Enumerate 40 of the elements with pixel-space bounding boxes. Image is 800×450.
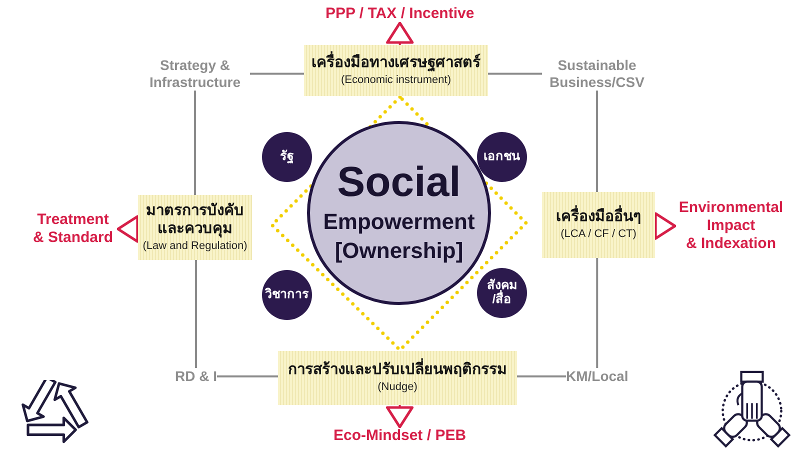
connector-line: [195, 260, 197, 368]
connector-line: [217, 375, 278, 378]
box-title: เครื่องมือทางเศรษฐศาสตร์: [312, 54, 480, 73]
box-title: มาตรการบังคับและควบคุม: [145, 202, 245, 240]
circle-label: วิชาการ: [265, 288, 309, 302]
outcome-label: Treatment & Standard: [28, 211, 118, 247]
outcome-label: PPP / TAX / Incentive: [326, 5, 474, 23]
policy-box: [542, 192, 655, 258]
box-subtitle: (Economic instrument): [340, 72, 452, 88]
circle-title: Social: [337, 160, 461, 204]
connector-line: [488, 72, 542, 75]
circle-label: รัฐ: [280, 150, 294, 164]
corner-label: Sustainable Business/CSV: [542, 57, 652, 91]
connector-line: [517, 375, 566, 378]
policy-box: [278, 351, 517, 405]
connector-line: [194, 90, 196, 195]
outcome-label: Environmental Impact & Indexation: [675, 199, 787, 253]
arrow: [386, 22, 414, 45]
connector-line: [250, 72, 304, 75]
corner-label: KM/Local: [566, 368, 628, 385]
connector-line: [596, 90, 598, 192]
box-subtitle: (Nudge): [378, 380, 418, 395]
connector-line: [596, 258, 598, 368]
corner-label: RD & I: [175, 368, 217, 385]
policy-box: [138, 195, 252, 260]
circle-label: สังคม/สื่อ: [486, 279, 518, 307]
box-subtitle: (LCA / CF / CT): [560, 227, 636, 242]
arrow: [116, 215, 139, 243]
stakeholder-circle: [477, 268, 527, 318]
corner-label: Strategy & Infrastructure: [140, 57, 250, 91]
circle-label: เอกชน: [484, 150, 520, 164]
circle-subtitle: Empowerment [Ownership]: [322, 208, 476, 266]
outcome-label: Eco-Mindset / PEB: [334, 427, 466, 445]
policy-box: [304, 45, 488, 96]
stakeholder-circle: [262, 270, 312, 320]
box-subtitle: (Law and Regulation): [142, 239, 248, 254]
arrow: [386, 405, 414, 428]
stakeholder-circle: [477, 132, 527, 182]
stakeholder-circle: [262, 132, 312, 182]
arrow: [654, 212, 676, 240]
